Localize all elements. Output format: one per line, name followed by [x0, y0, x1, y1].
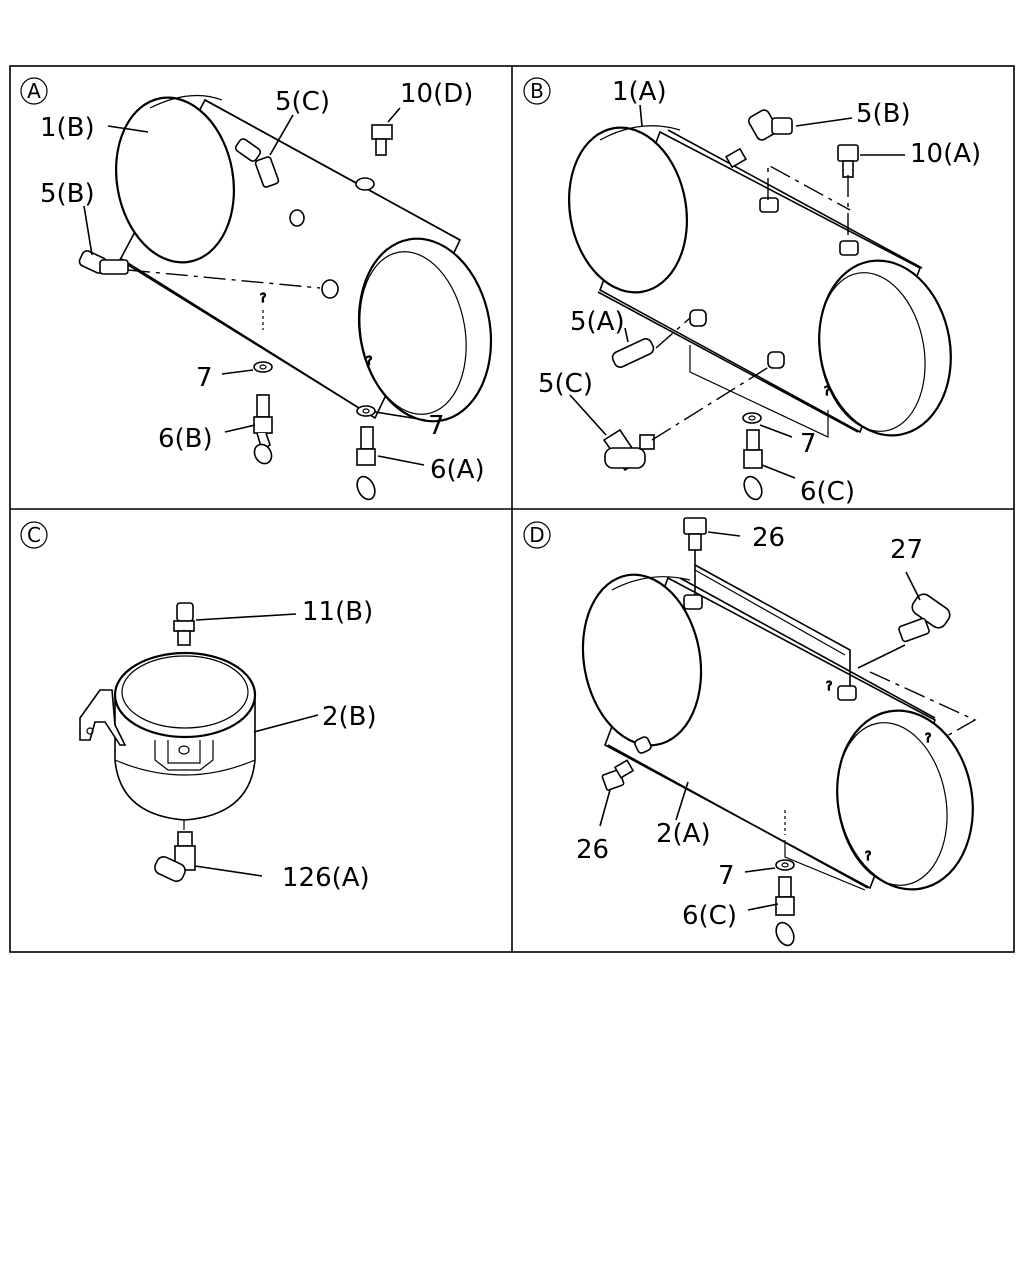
panel-a: A ? ?	[20, 77, 493, 501]
svg-text:B: B	[530, 79, 544, 103]
panel-c-marker: C	[20, 521, 48, 549]
connector-5a-b	[611, 338, 655, 368]
plug-26-d1	[683, 517, 707, 551]
elbow-fitting-27-d	[898, 593, 951, 643]
label-2b-c: 2(B)	[322, 702, 377, 732]
svg-text:?: ?	[260, 291, 266, 305]
panel-b-marker: B	[523, 77, 551, 105]
label-26-d1: 26	[752, 523, 785, 553]
label-6c-b: 6(C)	[800, 477, 855, 507]
leader-lines-c	[183, 613, 319, 877]
plug-26-d2	[601, 759, 635, 791]
leader-lines-d	[599, 531, 977, 911]
air-tank-a: ? ?	[114, 94, 493, 423]
air-tank-2a-d: ? ? ?	[581, 573, 974, 891]
label-27-d: 27	[890, 535, 923, 565]
svg-text:?: ?	[824, 384, 830, 398]
label-7-a2: 7	[428, 411, 445, 441]
label-26-d2: 26	[576, 835, 609, 865]
leader-lines-b	[569, 104, 905, 479]
panel-d-marker: D	[523, 521, 551, 549]
label-2a-d: 2(A)	[656, 819, 711, 849]
label-10d-a: 10(D)	[400, 79, 473, 109]
panel-grid	[9, 65, 1015, 953]
drain-cock-6a-a	[356, 426, 376, 501]
label-7-d: 7	[718, 861, 735, 891]
leader-lines-a	[83, 107, 426, 466]
label-5a-b: 5(A)	[570, 307, 625, 337]
label-5b-a: 5(B)	[40, 179, 95, 209]
washer-7-a1	[253, 361, 273, 373]
svg-text:C: C	[27, 523, 41, 547]
label-5b-b: 5(B)	[856, 99, 911, 129]
elbow-fitting-5c-b	[602, 428, 655, 472]
label-7-a1: 7	[196, 363, 213, 393]
air-tank-b: ?	[567, 125, 952, 437]
panel-a-marker: A	[20, 77, 48, 105]
label-1b-a: 1(B)	[40, 113, 95, 143]
reservoir-2b-c	[79, 651, 257, 821]
plug-10d-a	[371, 124, 393, 156]
label-6a-a: 6(A)	[430, 455, 485, 485]
drain-cock-6c-d	[775, 876, 795, 947]
elbow-fitting-5c-a	[234, 138, 280, 188]
svg-text:?: ?	[826, 679, 832, 693]
svg-text:?: ?	[865, 849, 871, 863]
drain-cock-6c-b	[743, 429, 763, 501]
label-10a-b: 10(A)	[910, 139, 981, 169]
panel-b: B ?	[523, 77, 981, 507]
washer-7-d	[775, 859, 795, 871]
label-126a-c: 126(A)	[282, 863, 370, 893]
label-5c-a: 5(C)	[275, 87, 330, 117]
label-7-b: 7	[800, 429, 817, 459]
plug-10a-b	[837, 144, 859, 178]
label-6c-d: 6(C)	[682, 901, 737, 931]
washer-7-b	[742, 412, 762, 424]
drain-cock-6b-a	[253, 394, 273, 465]
svg-text:D: D	[529, 523, 544, 547]
panel-d: D ? ? ?	[523, 517, 977, 947]
panel-c: C 11(B) 2	[20, 521, 377, 893]
washer-7-a2	[356, 405, 376, 417]
elbow-fitting-5b-b	[748, 109, 793, 141]
label-1a-b: 1(A)	[612, 77, 667, 107]
svg-text:A: A	[27, 79, 41, 103]
label-6b-a: 6(B)	[158, 424, 213, 454]
svg-text:?: ?	[925, 731, 931, 745]
elbow-fitting-126a-c	[154, 831, 196, 882]
svg-text:?: ?	[366, 354, 372, 368]
elbow-fitting-5b-a	[78, 250, 129, 275]
label-5c-b: 5(C)	[538, 369, 593, 399]
label-11b-c: 11(B)	[302, 597, 373, 627]
